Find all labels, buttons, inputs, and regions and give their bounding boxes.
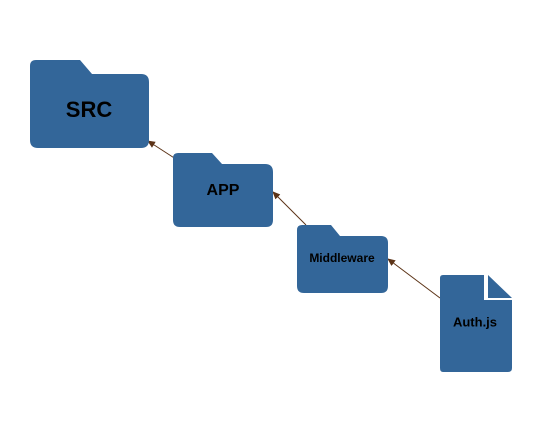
file-corner xyxy=(488,275,512,298)
node-label-middleware: Middleware xyxy=(309,251,375,265)
folder-icon xyxy=(297,225,388,293)
node-label-auth: Auth.js xyxy=(453,314,497,329)
file-icon xyxy=(440,275,512,372)
node-src[interactable]: SRC xyxy=(30,60,149,148)
node-label-src: SRC xyxy=(66,97,113,122)
node-middleware[interactable]: Middleware xyxy=(297,225,388,293)
node-app[interactable]: APP xyxy=(173,153,273,227)
node-auth[interactable]: Auth.js xyxy=(440,275,512,372)
edge-auth-to-middleware xyxy=(387,258,441,299)
node-label-app: APP xyxy=(207,182,240,199)
edge-middleware-to-app xyxy=(272,191,307,226)
folder-icon xyxy=(30,60,149,148)
folder-icon xyxy=(173,153,273,227)
